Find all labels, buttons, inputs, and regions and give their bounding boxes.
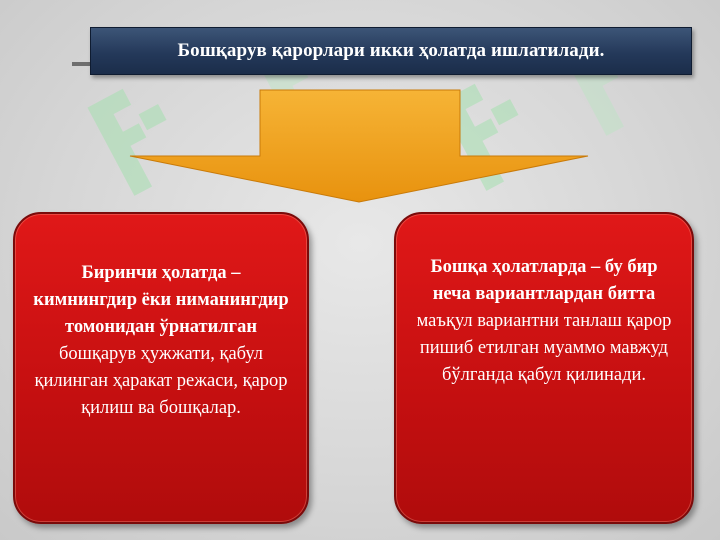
watermark-logo-icon [65, 66, 201, 214]
left-box: Биринчи ҳолатда – кимнингдир ёки нимaнин… [13, 212, 309, 524]
title-banner: Бошқарув қарорлари икки ҳолатда ишлатила… [90, 27, 692, 75]
right-box: Бошқа ҳолатларда – бу бир неча вариантла… [394, 212, 694, 524]
banner-shadow-stub [72, 62, 92, 66]
down-arrow-icon [128, 88, 590, 209]
left-box-bold-text: Биринчи ҳолатда – кимнингдир ёки нимaнин… [33, 263, 289, 337]
right-box-regular-text: маъқул вариантни танлаш қарор пишиб етил… [416, 311, 672, 385]
right-box-bold-text: Бошқа ҳолатларда – бу бир неча вариантла… [430, 257, 658, 304]
banner-title: Бошқарув қарорлари икки ҳолатда ишлатила… [177, 40, 605, 61]
left-box-regular-text: бошқарув ҳужжати, қабул қилинган ҳаракат… [34, 344, 288, 418]
